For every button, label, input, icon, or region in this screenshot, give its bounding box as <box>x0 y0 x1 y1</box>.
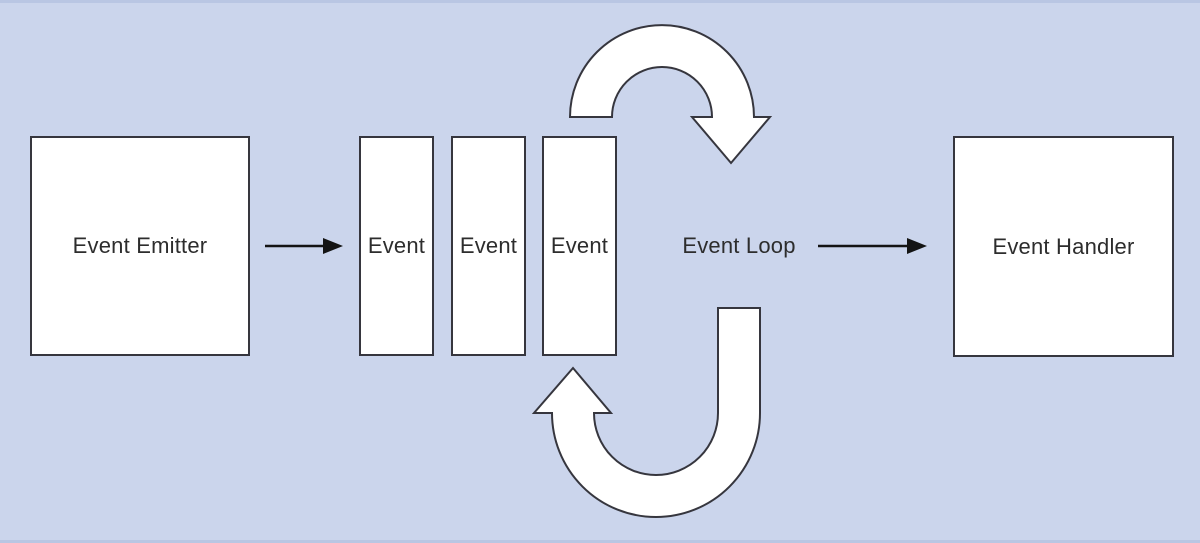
arrow-loop-to-handler-icon <box>818 238 927 254</box>
event-loop-label: Event Loop <box>682 233 796 258</box>
bottom-edge-band <box>0 540 1200 543</box>
event-handler-label: Event Handler <box>992 233 1135 259</box>
event-queue-item-3: Event <box>542 136 617 356</box>
event-queue-item-2: Event <box>451 136 526 356</box>
event-queue-item-1: Event <box>359 136 434 356</box>
top-edge-band <box>0 0 1200 3</box>
loop-arrow-bottom-icon <box>531 307 761 518</box>
event-queue-item-3-label: Event <box>550 233 609 258</box>
arrow-emitter-to-queue-icon <box>265 238 343 254</box>
event-queue-item-1-label: Event <box>367 233 426 258</box>
event-queue-item-2-label: Event <box>459 233 518 258</box>
event-handler-node: Event Handler <box>953 136 1174 357</box>
event-emitter-label: Event Emitter <box>72 233 208 258</box>
loop-arrow-top-icon <box>568 24 773 165</box>
event-emitter-node: Event Emitter <box>30 136 250 356</box>
